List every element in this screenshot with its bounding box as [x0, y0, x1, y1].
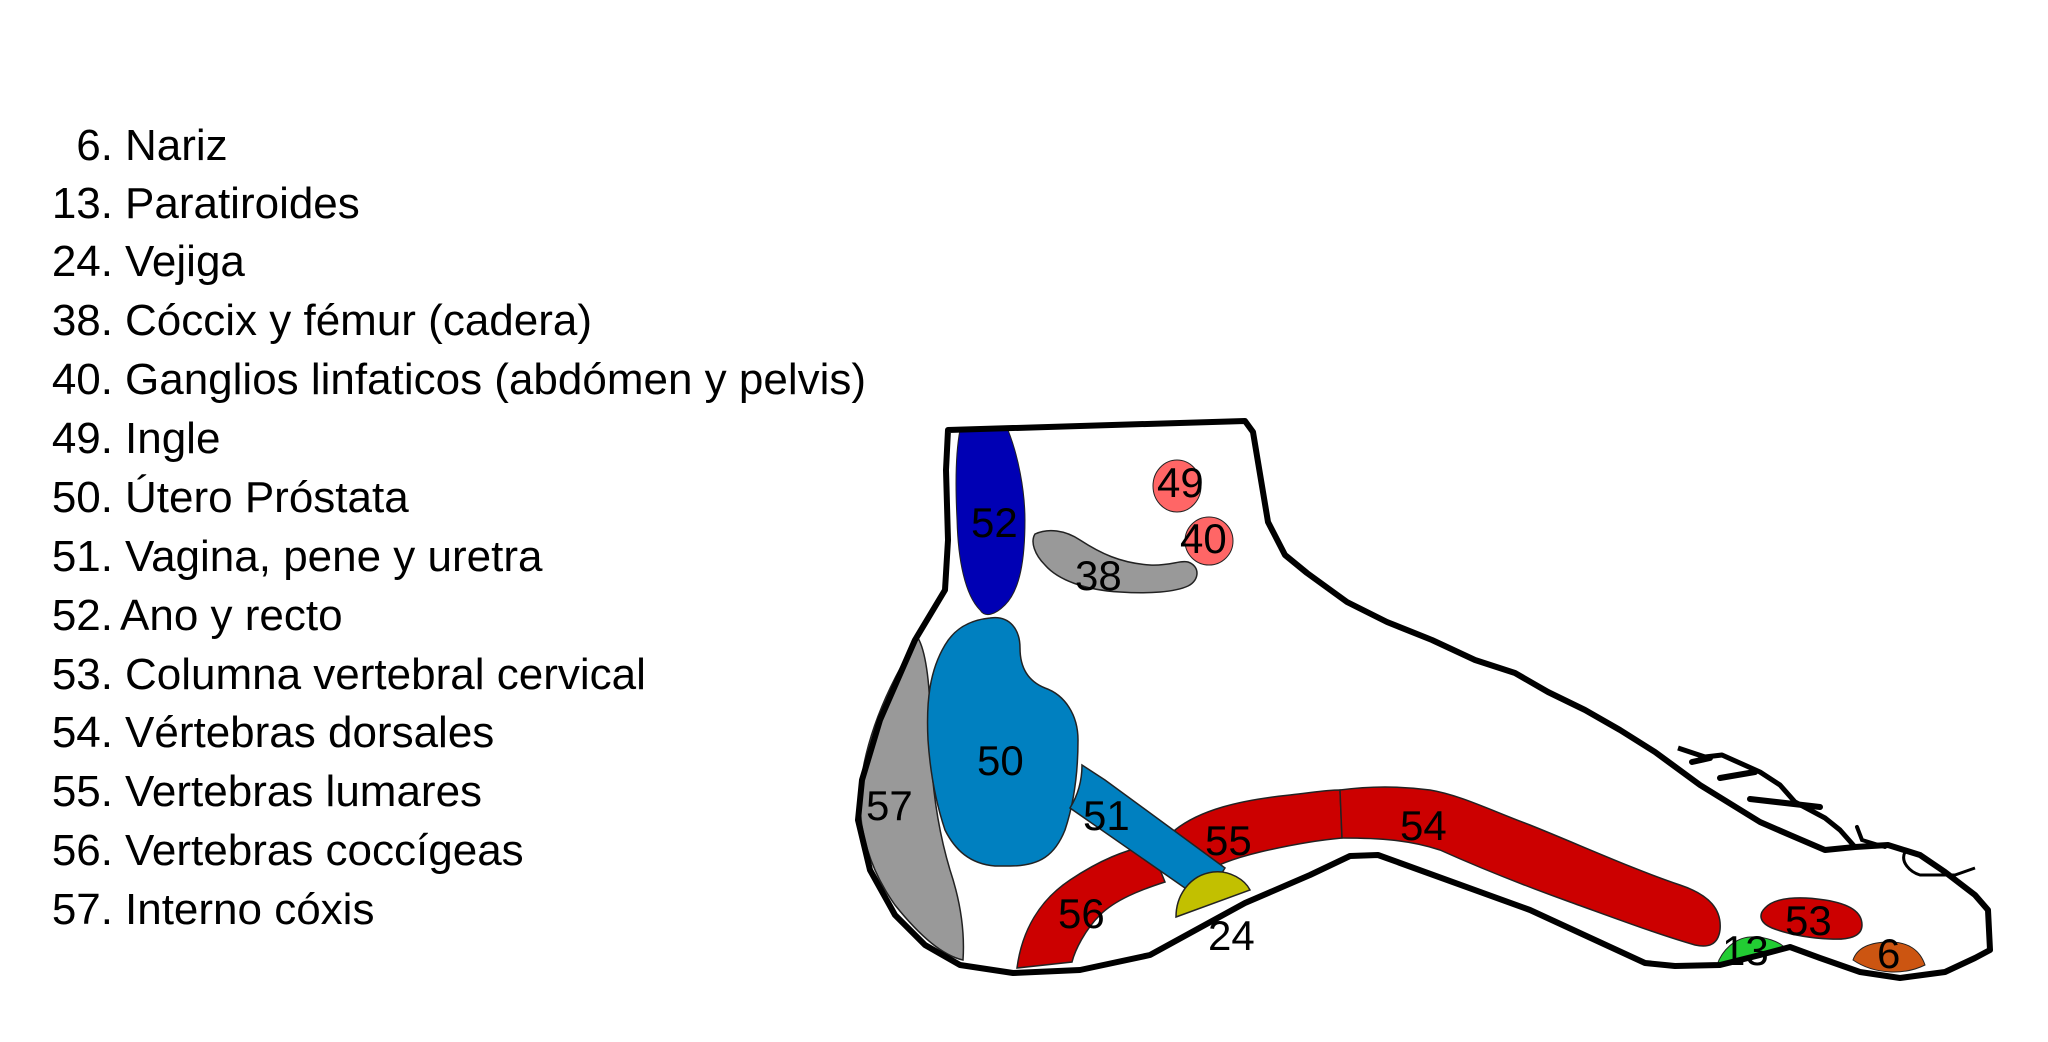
zone-label-49: 49 [1157, 459, 1204, 506]
zone-38 [1032, 529, 1198, 594]
legend-label: Nariz [125, 121, 228, 170]
legend-label: Ano y recto [120, 591, 343, 640]
toe-line [1747, 796, 1823, 810]
toe-line [1689, 755, 1713, 765]
zone-label-40: 40 [1180, 515, 1227, 562]
legend-number: 53. [51, 650, 113, 699]
legend-number: 52. [51, 591, 113, 640]
zone-label-54: 54 [1400, 802, 1447, 849]
legend-number: 49. [51, 414, 113, 463]
legend-number: 50. [51, 473, 113, 522]
legend-label: Vertebras coccígeas [125, 826, 524, 875]
toenail [1902, 851, 1976, 877]
toe-line [1717, 769, 1758, 781]
legend-number: 56. [51, 826, 113, 875]
legend-number: 40. [51, 355, 113, 404]
legend-label: Interno cóxis [125, 885, 375, 934]
zone-label-38: 38 [1075, 552, 1122, 599]
zone-label-56: 56 [1058, 890, 1105, 937]
legend-number: 51. [51, 532, 113, 581]
zone-52 [955, 429, 1026, 616]
zone-label-55: 55 [1205, 817, 1252, 864]
zone-label-57: 57 [866, 782, 913, 829]
foot-outline [855, 418, 1993, 981]
zone-label-53: 53 [1785, 897, 1832, 944]
legend-number: 57. [51, 885, 113, 934]
legend-label: Ingle [125, 414, 221, 463]
zone-24 [1175, 871, 1252, 919]
legend-number: 54. [51, 708, 113, 757]
zone-label-13: 13 [1722, 927, 1769, 974]
zone-53 [1760, 897, 1863, 940]
legend-number: 13. [51, 179, 113, 228]
zone-label-52: 52 [971, 499, 1018, 546]
legend-label: Vértebras dorsales [125, 708, 495, 757]
legend-label: Columna vertebral cervical [125, 650, 646, 699]
zone-label-50: 50 [977, 737, 1024, 784]
legend-label: Vejiga [125, 237, 245, 286]
legend-label: Cóccix y fémur (cadera) [125, 296, 593, 345]
legend-label: Vertebras lumares [125, 767, 483, 816]
zone-54 [1339, 786, 1721, 947]
zone-50 [926, 616, 1079, 867]
legend-label: Paratiroides [125, 179, 360, 228]
legend-number: 6. [76, 121, 113, 170]
legend-number: 24. [51, 237, 113, 286]
zone-49 [1152, 459, 1202, 513]
zone-label-51: 51 [1083, 792, 1130, 839]
zone-label-6: 6 [1877, 930, 1900, 977]
toe-line [1855, 825, 1887, 849]
legend-label: Vagina, pene y uretra [125, 532, 543, 581]
legend-label: Útero Próstata [125, 473, 409, 522]
zone-40 [1184, 516, 1234, 566]
zone-label-24: 24 [1208, 912, 1255, 959]
zone-6 [1852, 941, 1926, 973]
legend-number: 38. [51, 296, 113, 345]
legend-label: Ganglios linfaticos (abdómen y pelvis) [125, 355, 867, 404]
legend-number: 55. [51, 767, 113, 816]
